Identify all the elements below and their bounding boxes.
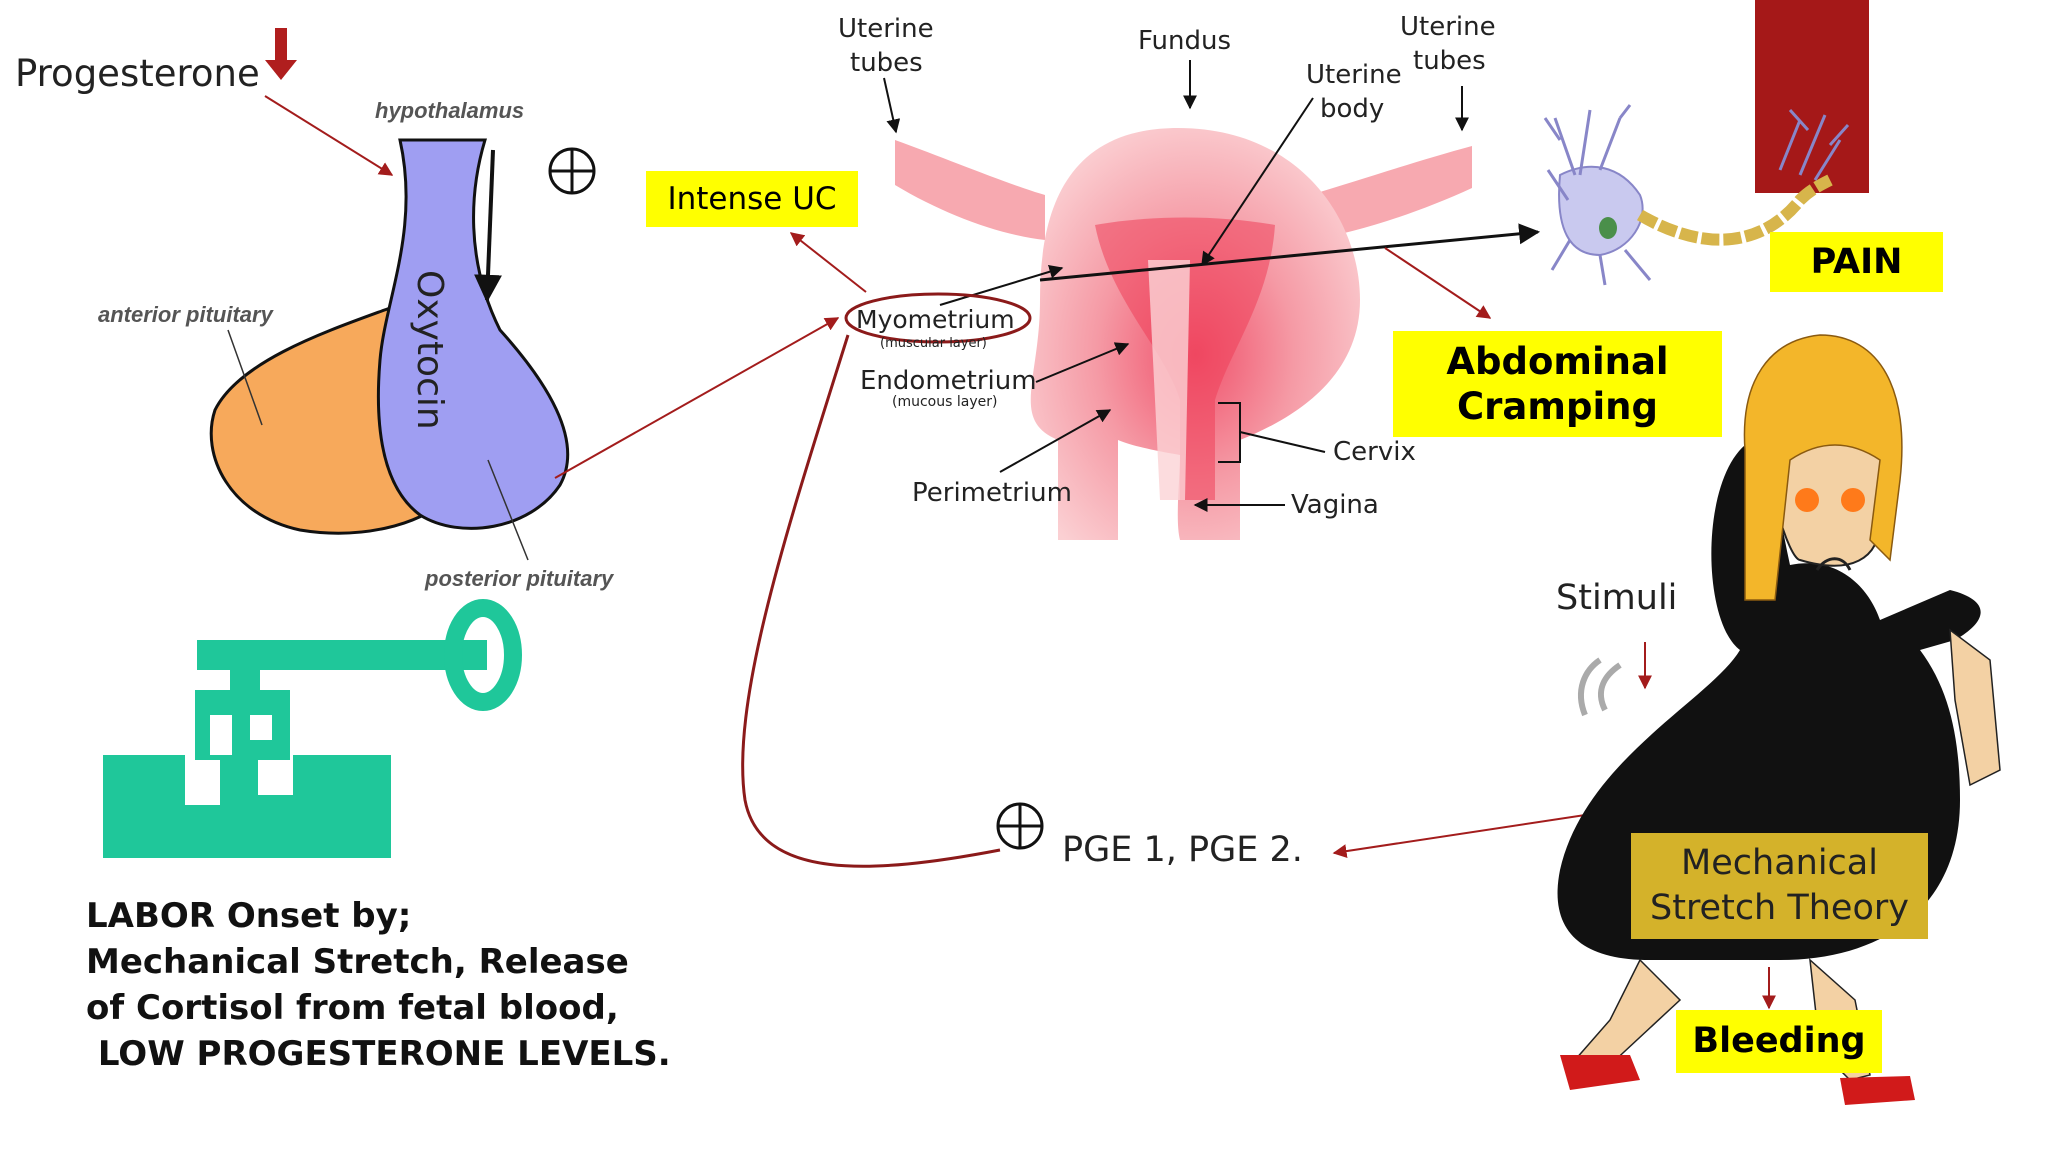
arrow-uterine-body (1201, 97, 1314, 267)
progesterone-to-hypothalamus-arrow (264, 95, 394, 176)
oxytocin-arrow (474, 149, 502, 303)
vagina-label: Vagina (1291, 490, 1379, 520)
myometrium-to-pge-curve (741, 334, 1001, 868)
uterine-tubes-left-label-2: tubes (850, 48, 923, 78)
stimuli-label: Stimuli (1556, 578, 1678, 618)
uterine-body-label-1: Uterine (1306, 60, 1402, 90)
key-lock-icon (103, 599, 522, 858)
mechanical-stretch-theory-box: Mechanical Stretch Theory (1631, 833, 1928, 939)
labor-onset-line3: of Cortisol from fetal blood, (86, 988, 619, 1028)
pituitary-to-myometrium-arrow (554, 317, 840, 479)
myometrium-highlight-ring (844, 292, 1032, 344)
stimulate-plus-icon-oxytocin (548, 147, 596, 195)
uterus-to-abdominal-cramping-arrow (1384, 247, 1492, 319)
mechanical-stretch-to-pge-arrow (1332, 811, 1606, 859)
myometrium-label: Myometrium (856, 305, 1015, 334)
pregnant-woman-illustration (1557, 334, 2001, 1105)
perimetrium-label: Perimetrium (912, 478, 1072, 508)
endometrium-sub-label: (mucous layer) (892, 394, 998, 410)
endometrium-label: Endometrium (860, 366, 1037, 396)
abdominal-cramping-line1: Abdominal (1446, 340, 1669, 383)
uterine-tubes-right-label-1: Uterine (1400, 12, 1496, 42)
pge-label: PGE 1, PGE 2. (1062, 830, 1303, 870)
fundus-label: Fundus (1138, 26, 1232, 56)
myometrium-to-intense-uc-arrow (789, 232, 867, 293)
pain-text: PAIN (1810, 242, 1903, 282)
uterine-tubes-left-label-1: Uterine (838, 14, 934, 44)
posterior-pituitary-label: posterior pituitary (425, 566, 614, 591)
arrow-perimetrium (999, 409, 1112, 473)
stimulate-plus-icon-pge (996, 802, 1044, 850)
progesterone-down-arrow-icon (265, 28, 297, 80)
cervix-label: Cervix (1333, 437, 1416, 467)
arrow-endometrium (1035, 342, 1130, 383)
pain-box: PAIN (1770, 232, 1943, 292)
myometrium-sub-label: (muscular layer) (880, 336, 987, 351)
myometrium-to-nerve-arrow (1039, 223, 1541, 282)
uterine-tubes-right-label-2: tubes (1413, 46, 1486, 76)
mechanical-stretch-line2: Stretch Theory (1650, 888, 1909, 928)
pituitary-gland-illustration (209, 138, 570, 561)
arrow-uterine-tubes-left (883, 77, 901, 134)
intense-uc-text: Intense UC (667, 181, 837, 217)
nerve-cell-icon (1543, 0, 1869, 286)
abdominal-cramping-box: Abdominal Cramping (1393, 331, 1722, 437)
labor-onset-line2: Mechanical Stretch, Release (86, 942, 629, 982)
bleeding-text: Bleeding (1692, 1021, 1866, 1061)
uterine-body-label-2: body (1320, 94, 1385, 124)
anterior-pituitary-label: anterior pituitary (98, 302, 273, 327)
intense-uc-box: Intense UC (646, 171, 858, 227)
hypothalamus-label: hypothalamus (375, 98, 525, 123)
labor-onset-line1: LABOR Onset by; (86, 896, 412, 936)
mechanical-stretch-line1: Mechanical (1681, 843, 1878, 883)
abdominal-cramping-line2: Cramping (1457, 385, 1658, 428)
labor-onset-line4: LOW PROGESTERONE LEVELS. (86, 1034, 671, 1074)
bleeding-box: Bleeding (1676, 1010, 1882, 1073)
oxytocin-label: Oxytocin (409, 270, 450, 430)
progesterone-label: Progesterone (15, 52, 260, 95)
arrow-myometrium (939, 264, 1064, 306)
arrow-cervix (1239, 431, 1326, 453)
uterus-illustration (895, 128, 1472, 540)
